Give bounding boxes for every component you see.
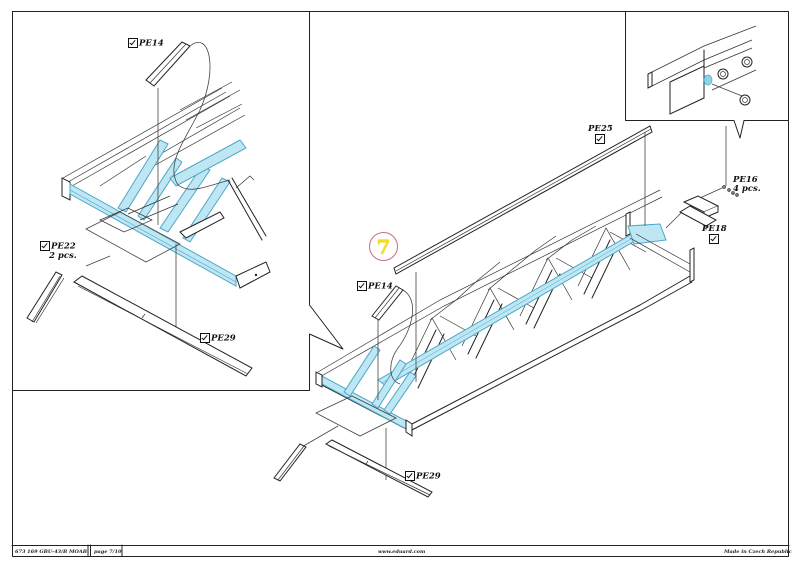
main-part-pe29: [325, 439, 433, 498]
page-frame: [11, 11, 790, 557]
detail-inset-right: [625, 11, 789, 139]
checkbox-icon: [708, 234, 719, 244]
part-quantity: 4 pcs.: [733, 184, 761, 194]
detail-inset-left: [12, 11, 344, 391]
label-main-pe14: PE14: [357, 281, 393, 292]
checkbox-icon: [40, 241, 50, 251]
label-inset-pe29: PE29: [200, 333, 236, 344]
inset-part-pe22: [26, 271, 65, 324]
label-inset-pe14: PE14: [128, 38, 164, 49]
part-quantity: 2 pcs.: [49, 250, 77, 261]
part-number: PE18: [702, 224, 727, 234]
main-part-pe16-bolts: [699, 126, 739, 199]
main-frame-drawing: [315, 189, 695, 437]
main-part-pe18: [665, 195, 720, 230]
checkbox-icon: [200, 333, 210, 343]
step-number: 7: [376, 234, 391, 259]
main-part-pe25: [393, 125, 653, 382]
part-number: PE22: [51, 241, 76, 252]
footer-origin: Made in Czech Republic: [724, 549, 792, 555]
checkbox-icon: [594, 134, 605, 144]
part-number: PE25: [588, 124, 613, 134]
part-number: PE29: [211, 333, 236, 344]
part-number: PE29: [416, 471, 441, 482]
step-number-marker: 7: [369, 232, 398, 261]
inset-frame-drawing: [61, 81, 271, 289]
inset-guide-plate: [85, 211, 181, 330]
footer-kit-code: 673 169 GBU-43/B MOAB: [15, 549, 87, 555]
footer-website[interactable]: www.eduard.com: [378, 549, 426, 555]
part-number: PE14: [139, 38, 164, 49]
main-part-pe14: [371, 285, 413, 400]
main-part-lower-brace: [273, 443, 307, 482]
footer-page: page 7/10: [94, 549, 122, 555]
inset-part-pe14: [145, 41, 231, 225]
label-main-pe18: PE18: [702, 225, 727, 245]
inset-bolt-detail: [647, 25, 757, 115]
checkbox-icon: [128, 38, 138, 48]
label-main-pe29: PE29: [405, 471, 441, 482]
checkbox-icon: [357, 281, 367, 291]
part-number: PE14: [368, 281, 393, 292]
inset-part-pe29: [73, 275, 253, 377]
label-main-pe25: PE25: [588, 125, 613, 145]
checkbox-icon: [405, 471, 415, 481]
part-number: PE16: [733, 175, 758, 185]
